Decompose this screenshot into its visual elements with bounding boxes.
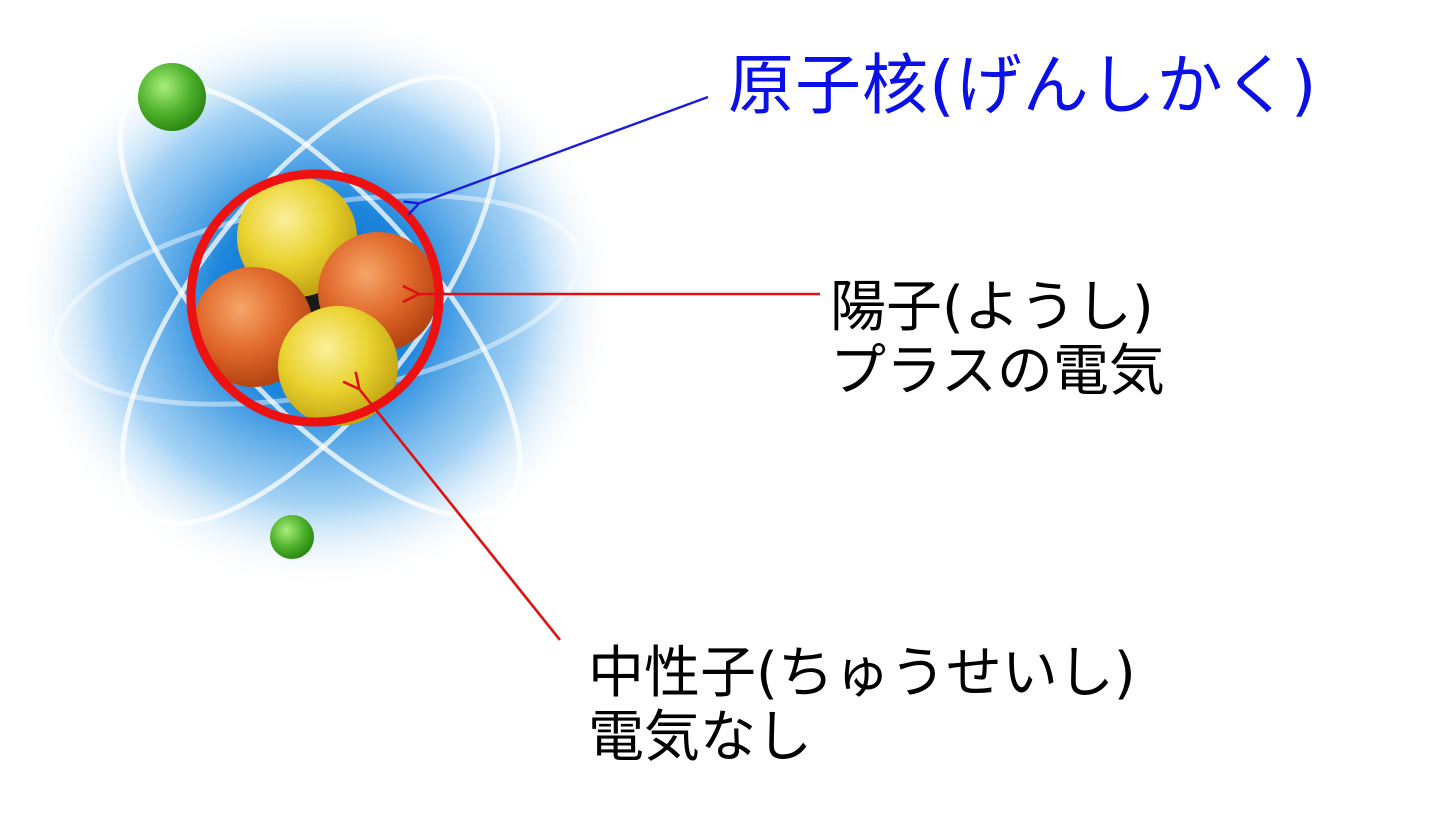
neutron-bottom bbox=[278, 306, 398, 426]
nucleus-arrow bbox=[420, 95, 709, 203]
nucleus-ring bbox=[186, 169, 444, 427]
neutron-label-name: 中性子(ちゅうせいし) bbox=[588, 641, 1136, 706]
electron-top bbox=[138, 63, 206, 131]
neutron-label: 中性子(ちゅうせいし) 電気なし bbox=[588, 641, 1136, 771]
proton-label-name: 陽子(ようし) bbox=[830, 275, 1154, 340]
neutron-arrow bbox=[360, 390, 562, 641]
proton-label: 陽子(ようし) プラスの電気 bbox=[830, 275, 1165, 405]
neutron-label-charge: 電気なし bbox=[588, 705, 812, 771]
electron-bottom bbox=[270, 515, 314, 559]
nucleus-label-text: 原子核(げんしかく) bbox=[728, 47, 1318, 124]
nucleus-label: 原子核(げんしかく) bbox=[728, 48, 1318, 124]
proton-label-charge: プラスの電気 bbox=[830, 339, 1165, 405]
